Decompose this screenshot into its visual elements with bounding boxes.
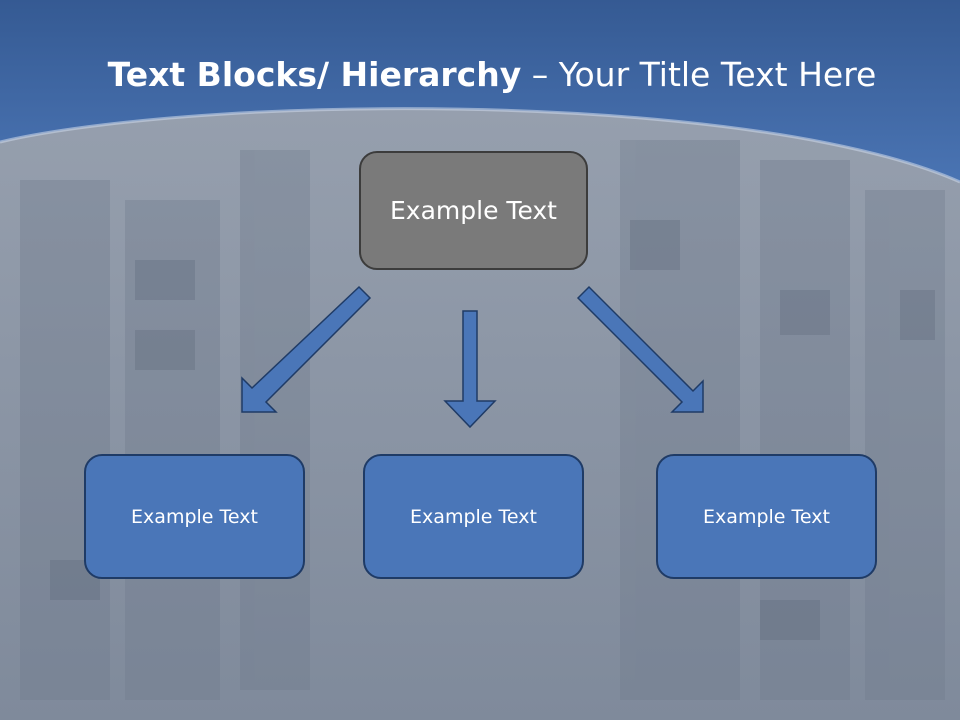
arrow-center bbox=[443, 310, 497, 429]
child-node-label: Example Text bbox=[410, 505, 537, 528]
child-node-left: Example Text bbox=[84, 454, 305, 579]
title-regular-part: Your Title Text Here bbox=[558, 55, 877, 94]
child-node-center: Example Text bbox=[363, 454, 584, 579]
child-node-label: Example Text bbox=[131, 505, 258, 528]
child-node-label: Example Text bbox=[703, 505, 830, 528]
arrow-right bbox=[576, 285, 704, 413]
arrow-left bbox=[241, 285, 372, 413]
root-node-label: Example Text bbox=[390, 196, 557, 225]
header-highlight bbox=[0, 107, 960, 184]
child-node-right: Example Text bbox=[656, 454, 877, 579]
window-texture bbox=[50, 220, 935, 640]
slide-title: Text Blocks/ Hierarchy – Your Title Text… bbox=[0, 52, 960, 98]
root-node: Example Text bbox=[359, 151, 588, 270]
title-separator: – bbox=[521, 55, 559, 94]
title-bold-part: Text Blocks/ Hierarchy bbox=[107, 55, 522, 94]
header-band bbox=[0, 0, 960, 182]
building-texture bbox=[20, 140, 945, 700]
